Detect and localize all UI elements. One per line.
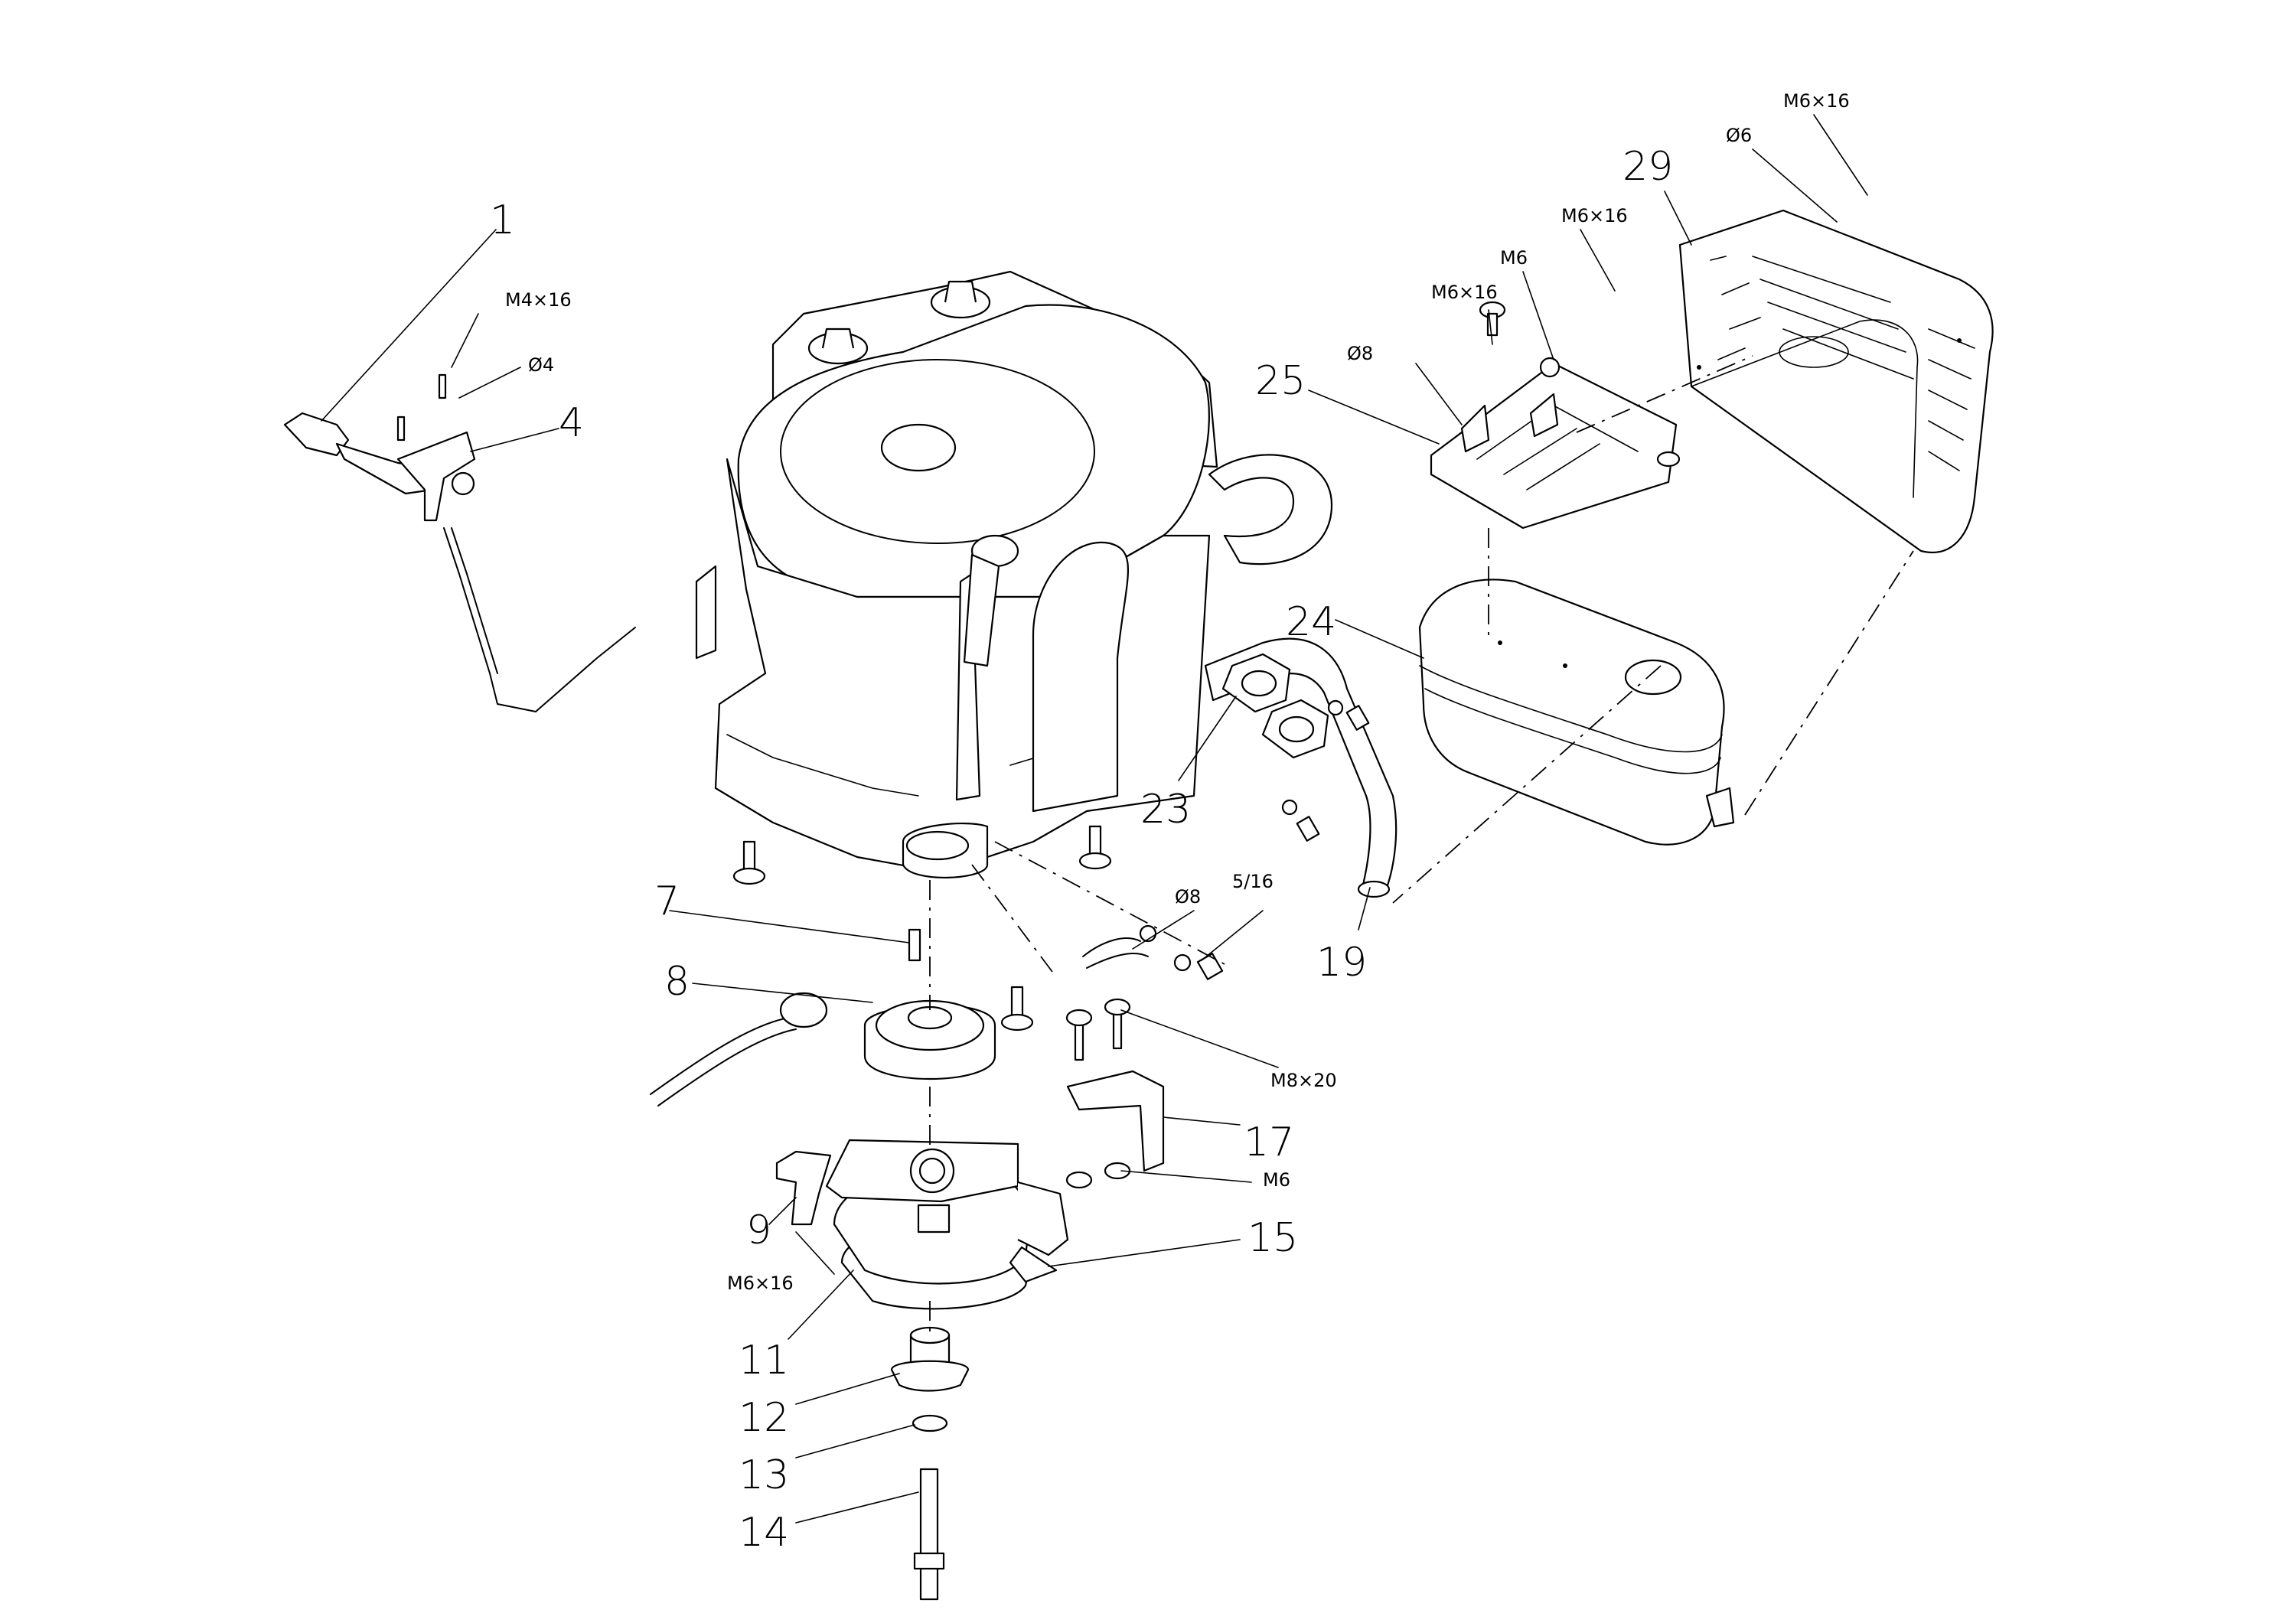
spec-m6x16-left: M6×16 bbox=[1431, 282, 1498, 303]
callout-8: 8 bbox=[664, 959, 690, 1005]
engine-body bbox=[695, 270, 1397, 1031]
spec-d4: Ø4 bbox=[528, 354, 554, 376]
spec-d8-top: Ø8 bbox=[1347, 343, 1373, 364]
spec-m6x16-mid: M6×16 bbox=[1561, 205, 1628, 227]
wire-harness bbox=[650, 924, 1224, 1106]
spec-m4x16: M4×16 bbox=[505, 289, 572, 311]
heat-shield bbox=[1678, 209, 1994, 553]
callout-14: 14 bbox=[739, 1510, 789, 1556]
throttle-lever-assembly bbox=[283, 373, 636, 712]
spec-m6x16-bottom: M6×16 bbox=[727, 1273, 794, 1294]
callout-9: 9 bbox=[746, 1207, 771, 1253]
spec-m8x20: M8×20 bbox=[1270, 1070, 1337, 1091]
clutch-bracket bbox=[1065, 998, 1165, 1189]
exhaust-gaskets bbox=[1221, 653, 1370, 842]
callout-7: 7 bbox=[654, 878, 680, 924]
callout-15: 15 bbox=[1247, 1215, 1298, 1261]
callout-17: 17 bbox=[1244, 1119, 1294, 1165]
leader-lines bbox=[321, 114, 1868, 1524]
spec-d6: Ø6 bbox=[1726, 125, 1752, 146]
callout-1: 1 bbox=[490, 197, 515, 243]
callout-12: 12 bbox=[739, 1395, 789, 1441]
muffler bbox=[1418, 578, 1735, 846]
spec-m6-top: M6 bbox=[1500, 247, 1528, 269]
callout-29: 29 bbox=[1623, 144, 1673, 190]
spec-d8-mid: Ø8 bbox=[1175, 886, 1201, 908]
callout-25: 25 bbox=[1255, 358, 1306, 404]
callout-23: 23 bbox=[1140, 787, 1191, 833]
pulley bbox=[863, 928, 996, 1080]
callout-19: 19 bbox=[1316, 940, 1367, 986]
callout-24: 24 bbox=[1286, 599, 1336, 645]
spec-5-16: 5/16 bbox=[1232, 871, 1274, 892]
electric-clutch bbox=[775, 1139, 1069, 1310]
hub-washer-bolt bbox=[890, 1326, 970, 1601]
callout-11: 11 bbox=[739, 1338, 789, 1383]
callout-4: 4 bbox=[559, 400, 584, 446]
center-lines bbox=[929, 355, 1914, 1331]
muffler-bracket bbox=[1430, 301, 1681, 530]
spec-m6-bottom: M6 bbox=[1263, 1169, 1290, 1191]
callout-13: 13 bbox=[739, 1452, 789, 1498]
spec-m6x16-top: M6×16 bbox=[1783, 90, 1850, 112]
